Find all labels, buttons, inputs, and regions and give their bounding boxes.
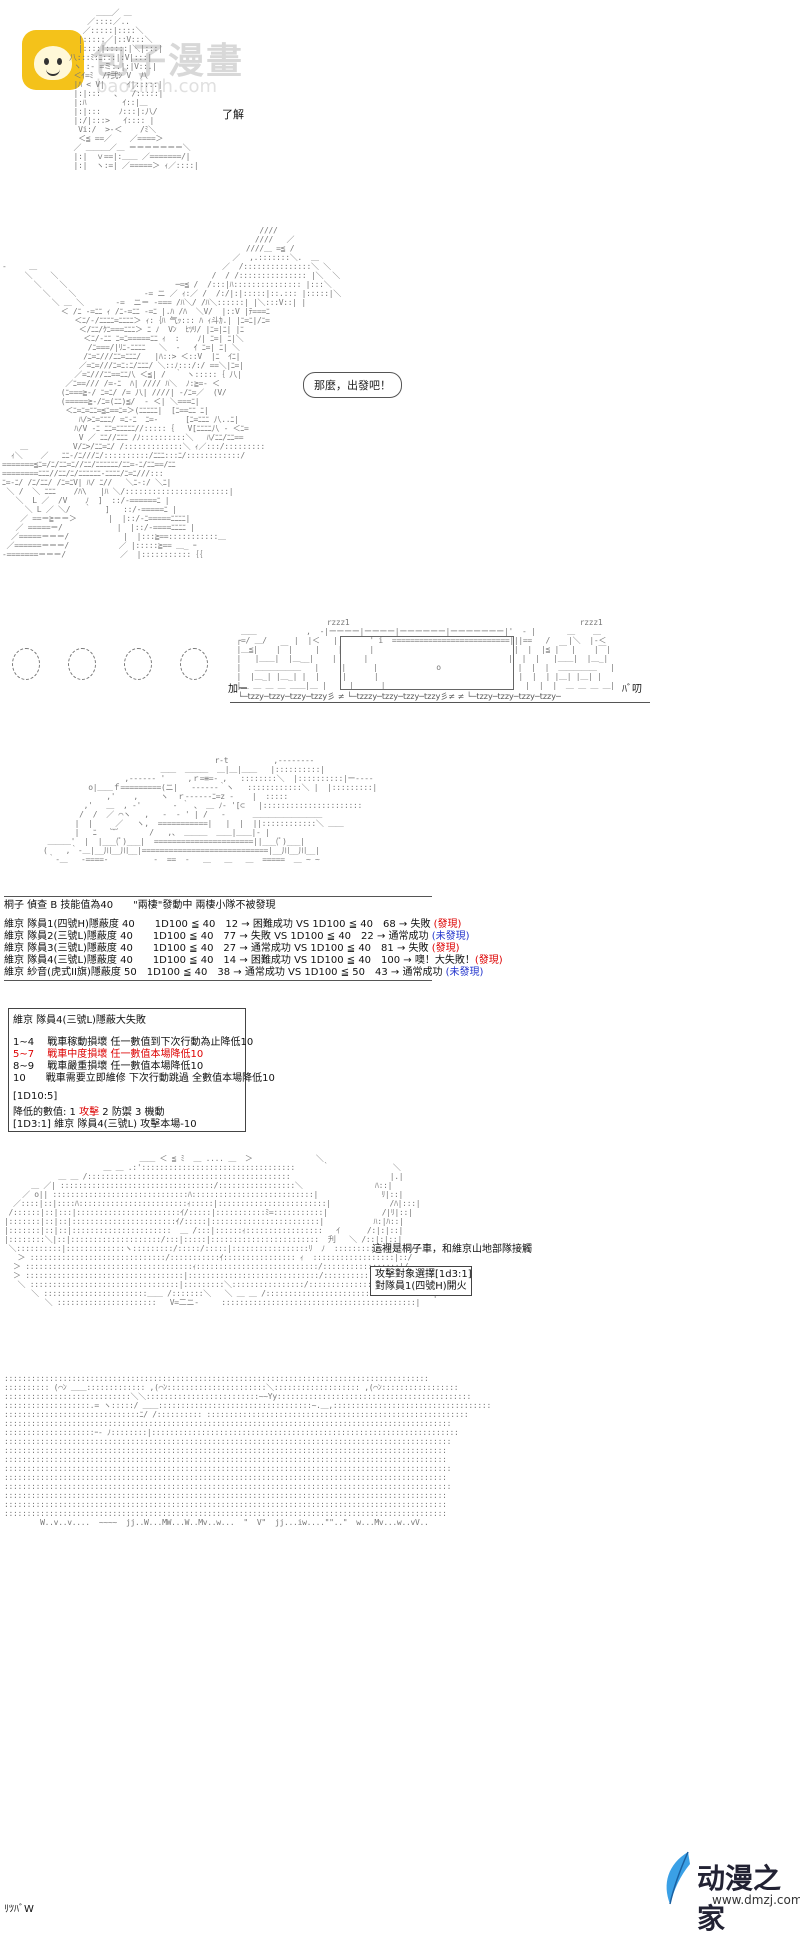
roll-row: 維京 隊員3(三號L)隱蔽度 40 1D100 ≦ 40 27 → 通常成功 V… bbox=[4, 943, 460, 954]
ascii-art-bottom-tanks: ::::::::::::::::::::::::::::::::::::::::… bbox=[4, 1374, 491, 1527]
narration-contact: 這裡是桐子車，和維京山地部隊接觸 bbox=[372, 1244, 532, 1255]
ascii-art-tanks-moving: rzzz1 rzzz1 ＿＿ , -|ーーーー|ーーーー|ーーーーーー|ーーーー… bbox=[236, 618, 616, 690]
tank-hull-outline bbox=[340, 636, 514, 690]
fumble-lower-attack: 攻擊 bbox=[79, 1107, 100, 1118]
divider-line bbox=[4, 980, 432, 981]
divider-line bbox=[4, 896, 432, 897]
fumble-final-result: [1D3:1] 維京 隊員4(三號L) 攻擊本場-10 bbox=[13, 1119, 197, 1130]
speech-reply-2: 那麼，出發吧！ bbox=[314, 379, 391, 392]
roll-result-not-found: (未發現) bbox=[445, 967, 484, 978]
roll-table-header: 桐子 偵查 B 技能值為40 "兩棲"發動中 兩棲小隊不被發現 bbox=[4, 900, 276, 911]
bun-face-icon bbox=[34, 46, 72, 80]
ascii-art-character-2: //// //// ／ ////＿ =≦ / ／ ,.:::::::＼. bbox=[2, 226, 341, 559]
ground-line bbox=[230, 702, 650, 703]
target-line-2: 對隊員1(四號H)開火 bbox=[375, 1281, 467, 1292]
roll-row: 維京 隊員2(三號L)隱蔽度 40 1D100 ≦ 40 77 → 失敗 VS … bbox=[4, 931, 470, 942]
watermark-subtitle: baozimh.com bbox=[96, 76, 218, 97]
speech-bubble-depart: 那麼，出發吧！ bbox=[303, 372, 402, 398]
watermark-bottom-subtitle: www.dmzj.com bbox=[712, 1893, 800, 1907]
sfx-track: └─tzzy─tzzy─tzzy─tzzy彡 ≠ └─tzzzy─tzzy─tz… bbox=[238, 692, 561, 701]
fumble-title: 維京 隊員4(三號L)隱蔽大失敗 bbox=[13, 1015, 146, 1026]
sfx-bottom-left: ﾘﾂﾊﾞW bbox=[4, 1904, 34, 1915]
sfx-right-end: ﾊﾞ叨 bbox=[622, 684, 642, 695]
ascii-art-character-1: ＿＿／ ＿ ／::::／.. ／:::::|::::＼ |:::::／|::V:… bbox=[69, 8, 199, 170]
roll-result-not-found: (未發現) bbox=[431, 931, 470, 942]
watermark-title: 包子漫畫 bbox=[92, 41, 245, 82]
eye-icon bbox=[44, 58, 49, 65]
fumble-roll: [1D10:5] bbox=[13, 1091, 58, 1102]
fumble-lower-options: 降低的數值: 1 攻擊 2 防禦 3 機動 bbox=[13, 1107, 165, 1118]
feather-logo-icon bbox=[666, 1851, 690, 1905]
wheel-outline-icon bbox=[68, 648, 96, 680]
smile-icon bbox=[46, 67, 60, 76]
fumble-line: 1~4 戰車稼動損壞 任一數值到下次行動為止降低10 bbox=[13, 1037, 254, 1048]
roll-result-found: (發現) bbox=[433, 919, 462, 930]
roll-row: 維京 紗音(虎式II旗)隱蔽度 50 1D100 ≦ 40 38 → 通常成功 … bbox=[4, 967, 484, 978]
wheel-outline-icon bbox=[12, 648, 40, 680]
target-line-1: 攻擊對象選擇[1d3:1] bbox=[375, 1269, 472, 1280]
wheel-outline-icon bbox=[180, 648, 208, 680]
roll-table: 維京 隊員1(四號H)隱蔽度 40 1D100 ≦ 40 12 → 困難成功 V… bbox=[4, 919, 503, 979]
wheel-outline-icon bbox=[124, 648, 152, 680]
ascii-art-tank: r‐t ,‐‐‐‐‐‐‐‐ ＿＿ ＿＿＿ ＿|＿|＿＿ |::::::::::|… bbox=[43, 756, 377, 864]
roll-row: 維京 隊員1(四號H)隱蔽度 40 1D100 ≦ 40 12 → 困難成功 V… bbox=[4, 919, 462, 930]
roll-row: 維京 隊員4(三號L)隱蔽度 40 1D100 ≦ 40 14 → 困難成功 V… bbox=[4, 955, 503, 966]
fumble-line-highlighted: 5~7 戰車中度損壞 任一數值本場降低10 bbox=[13, 1049, 204, 1060]
speech-reply-1: 了解 bbox=[222, 108, 244, 121]
target-selection-box: 攻擊對象選擇[1d3:1] 對隊員1(四號H)開火 bbox=[370, 1266, 472, 1296]
roll-result-found: (發現) bbox=[431, 943, 460, 954]
eye-icon bbox=[57, 58, 62, 65]
fumble-line: 8~9 戰車嚴重損壞 任一數值本場降低10 bbox=[13, 1061, 204, 1072]
fumble-result-box: 維京 隊員4(三號L)隱蔽大失敗 1~4 戰車稼動損壞 任一數值到下次行動為止降… bbox=[8, 1008, 275, 1132]
ascii-art-tank-crew: ＿＿ ＜ ≦ ﾐ ＿ .... ＿ ＞ ＼ ＿ ＿ .:':::::::::::… bbox=[4, 1154, 438, 1307]
sfx-track-left: 加ー bbox=[228, 684, 248, 695]
watermark-logo-icon bbox=[22, 30, 84, 90]
fumble-line: 10 戰車需要立即維修 下次行動跳過 全數值本場降低10 bbox=[13, 1073, 275, 1084]
roll-result-found: (發現) bbox=[474, 955, 503, 966]
